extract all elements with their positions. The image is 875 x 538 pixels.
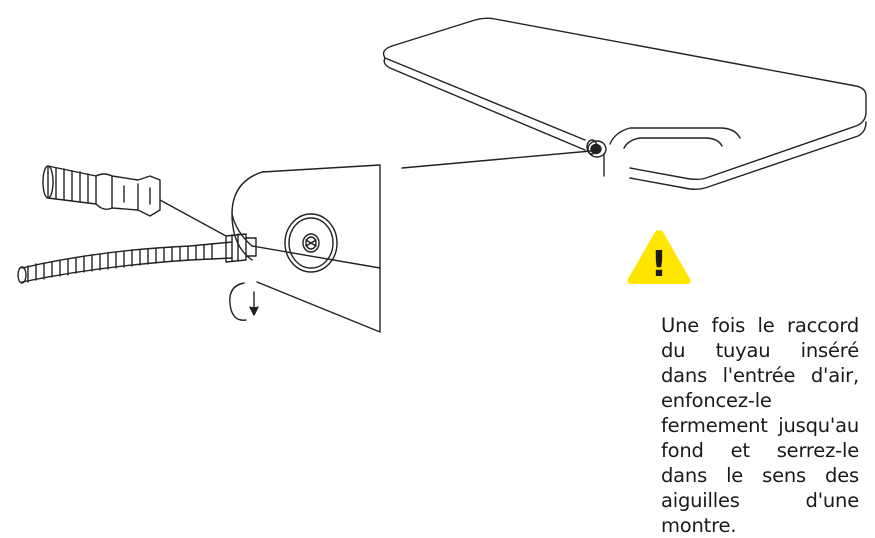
mattress-valve [586,139,607,158]
warning-triangle-shape [627,230,691,284]
warning-exclamation: ! [651,244,667,285]
installation-diagram [17,17,867,333]
instruction-text: Une fois le raccord du tuyau inséré dans… [661,314,859,537]
hose-connector [42,165,227,237]
hose [17,233,257,284]
mattress [382,17,867,190]
detail-panel [231,164,381,333]
callout-line [401,150,592,169]
warning-triangle-icon: ! [626,228,692,286]
rotate-clockwise-icon [229,282,259,321]
